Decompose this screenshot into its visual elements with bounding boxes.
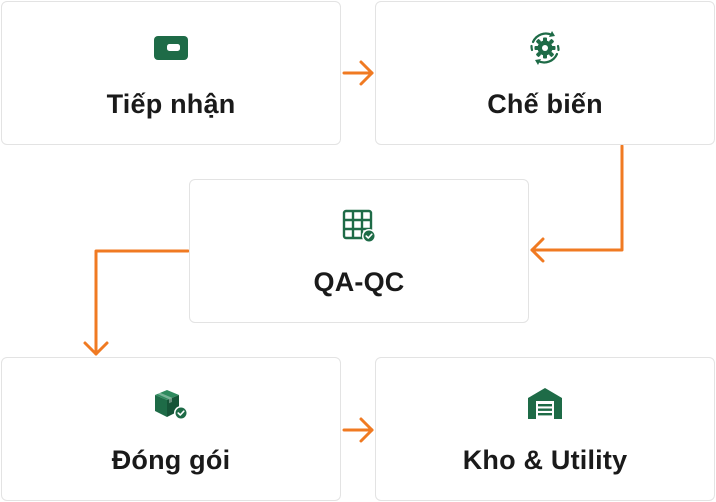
box-check-icon — [151, 384, 191, 424]
step-label: Tiếp nhận — [106, 89, 236, 119]
step-card-dong-goi: Đóng gói — [1, 357, 341, 501]
step-card-che-bien: Chế biến — [375, 1, 715, 145]
arrow-tiep-nhan-to-che-bien — [342, 60, 374, 86]
step-card-qa-qc: QA-QC — [189, 179, 529, 323]
warehouse-icon — [525, 384, 565, 424]
step-card-tiep-nhan: Tiếp nhận — [1, 1, 341, 145]
arrow-che-bien-to-qa-qc — [530, 144, 624, 263]
step-label: Kho & Utility — [462, 445, 628, 475]
card-icon — [151, 28, 191, 68]
step-card-kho-utility: Kho & Utility — [375, 357, 715, 501]
gear-cycle-icon — [525, 28, 565, 68]
step-label: QA-QC — [313, 267, 405, 297]
grid-check-icon — [339, 206, 379, 246]
step-label: Chế biến — [487, 89, 603, 119]
step-label: Đóng gói — [111, 445, 231, 475]
arrow-dong-goi-to-kho — [342, 417, 374, 443]
arrow-qa-qc-to-dong-goi — [83, 249, 190, 356]
